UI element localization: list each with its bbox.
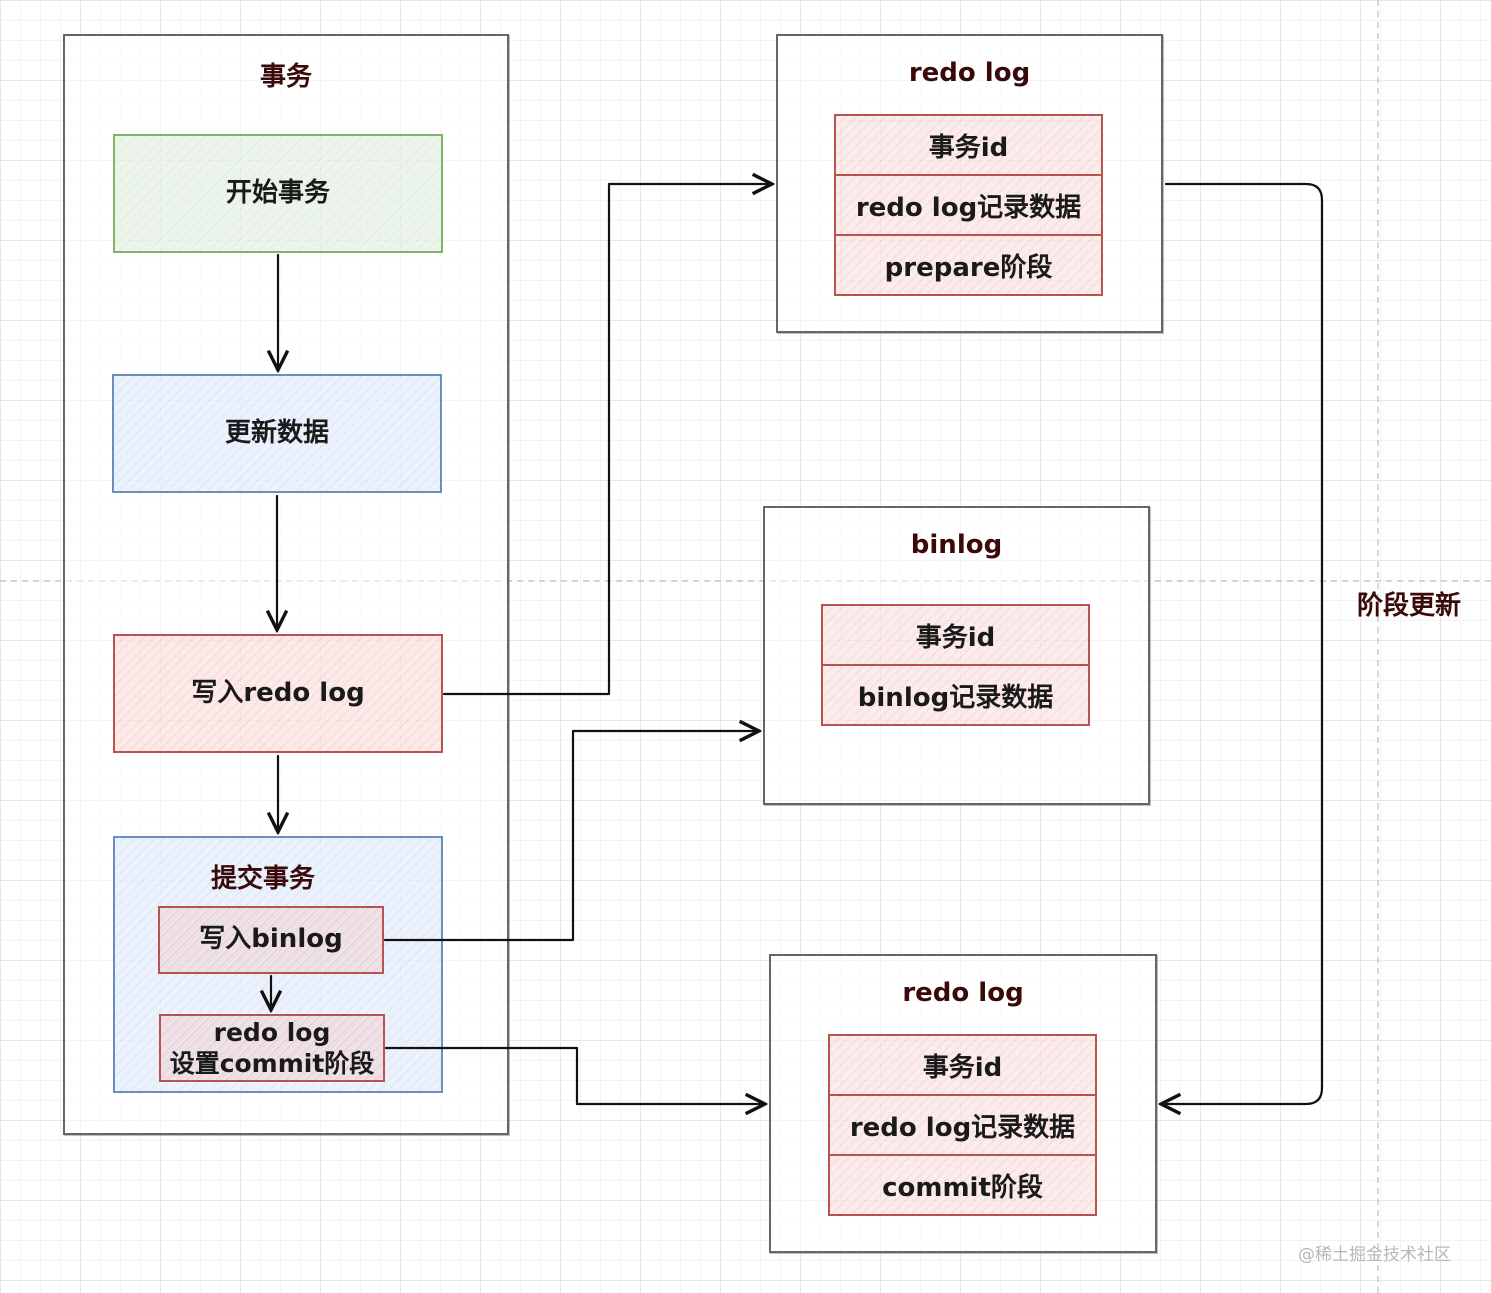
binlog-title: binlog bbox=[910, 530, 1003, 560]
binlog-panel: binlog bbox=[763, 506, 1150, 805]
start-transaction-node: 开始事务 bbox=[113, 134, 443, 253]
redo-commit-row-phase: commit阶段 bbox=[828, 1154, 1097, 1216]
arrow-set-commit-to-redo-commit bbox=[384, 1046, 765, 1104]
arrow-write-redo-to-redo-prepare bbox=[442, 184, 772, 696]
redo-log-commit-title: redo log bbox=[902, 978, 1024, 1008]
write-binlog-node: 写入binlog bbox=[158, 906, 384, 974]
redo-log-set-commit-line1: redo log bbox=[213, 1017, 331, 1047]
transaction-title: 事务 bbox=[259, 62, 312, 92]
binlog-row-data: binlog记录数据 bbox=[821, 664, 1090, 726]
redo-log-prepare-title: redo log bbox=[908, 58, 1031, 88]
redo-log-set-commit-line2: 设置commit阶段 bbox=[169, 1049, 375, 1078]
redo-log-set-commit-node: redo log 设置commit阶段 bbox=[159, 1014, 385, 1082]
redo-log-prepare-panel: redo log bbox=[776, 34, 1163, 333]
commit-transaction-title: 提交事务 bbox=[210, 864, 315, 894]
arrow-phase-update bbox=[1161, 182, 1324, 1104]
watermark-text: @稀土掘金技术社区 bbox=[1298, 1245, 1451, 1265]
write-redo-log-node: 写入redo log bbox=[113, 634, 443, 753]
arrow-write-binlog-to-binlog bbox=[383, 731, 759, 942]
commit-transaction-group: 提交事务 bbox=[113, 836, 443, 1093]
update-data-node: 更新数据 bbox=[112, 374, 442, 493]
redo-prepare-row-data: redo log记录数据 bbox=[834, 174, 1103, 236]
redo-log-commit-panel: redo log bbox=[769, 954, 1157, 1253]
redo-commit-row-data: redo log记录数据 bbox=[828, 1094, 1097, 1156]
phase-update-label: 阶段更新 bbox=[1357, 591, 1462, 621]
redo-commit-row-txid: 事务id bbox=[828, 1034, 1097, 1096]
redo-prepare-row-phase: prepare阶段 bbox=[834, 234, 1103, 296]
